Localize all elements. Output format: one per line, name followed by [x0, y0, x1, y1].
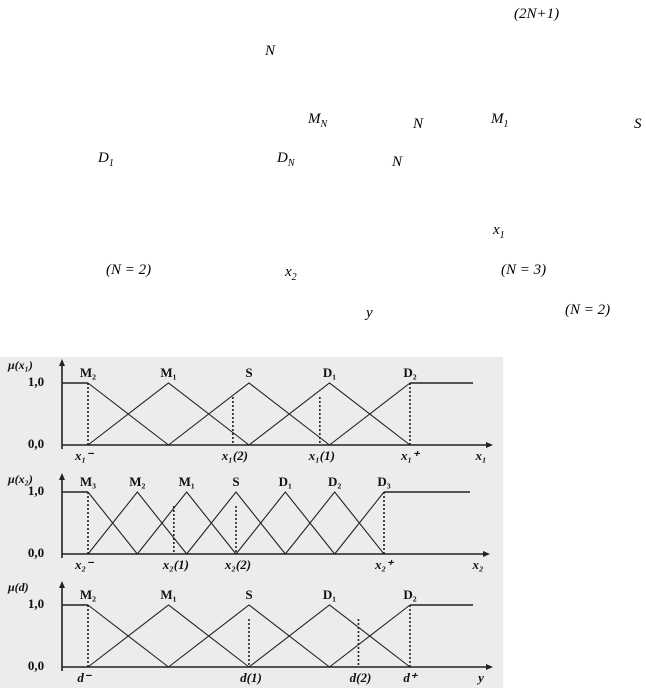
mf-triangle [248, 382, 411, 446]
mf-triangle [87, 382, 250, 446]
x-tick-label: x₂(1) [162, 557, 189, 572]
set-label: M₂ [129, 474, 145, 489]
x-axis-name: y [476, 670, 484, 685]
set-label: S [245, 587, 252, 602]
mf-triangle [87, 604, 250, 668]
x-tick-label: d⁻ [77, 670, 93, 685]
formula-x-2: x2 [285, 264, 297, 283]
x-axis-name: x₁ [474, 448, 486, 463]
formula-n: N [413, 116, 424, 132]
y-tick-label: 1,0 [28, 596, 44, 611]
formula-m-n: MN [308, 111, 328, 130]
formula-2n-plus-1: (2N+1) [514, 6, 560, 22]
formula-n-equals-2: (N = 2) [106, 262, 152, 278]
x-tick-label: d(1) [240, 670, 262, 685]
formula-m-1: M1 [491, 111, 509, 130]
x-tick-label: x₂⁻ [74, 557, 95, 572]
mf-triangle [168, 604, 330, 668]
formula-x-1: x1 [493, 222, 505, 241]
formula-n: N [392, 154, 403, 170]
mf-triangle [87, 491, 188, 555]
x-tick-label: x₂(2) [224, 557, 251, 572]
formula-n-equals-2: (N = 2) [565, 302, 611, 318]
mf-right-edge [329, 382, 411, 446]
set-label: M₂ [80, 587, 96, 602]
y-tick-label: 0,0 [28, 545, 44, 560]
set-label: M₁ [160, 587, 176, 602]
x-tick-label: d⁺ [403, 670, 419, 685]
y-tick-label: 1,0 [28, 483, 44, 498]
set-label: D₁ [323, 365, 336, 380]
x-axis-arrow [486, 442, 493, 448]
x-axis-name: x₂ [471, 557, 483, 572]
x-tick-label: d(2) [350, 670, 372, 685]
y-axis-arrow [59, 473, 65, 480]
y-axis-label: μ(d) [7, 580, 29, 594]
set-label: D₁ [279, 474, 292, 489]
set-label: D₃ [377, 474, 390, 489]
set-label: S [245, 365, 252, 380]
mf-triangle [186, 491, 286, 555]
y-tick-label: 0,0 [28, 658, 44, 673]
membership-charts: M₂ M₁ S D₁ D₂ 1,0 0,0 μ(x₁) x₁⁻ x₁(2) x₁(1) x₁⁺ x₁ M₃… [7, 358, 493, 685]
x-axis-arrow [483, 551, 490, 557]
y-tick-label: 0,0 [28, 436, 44, 451]
x-tick-label: x₂⁺ [374, 557, 395, 572]
formula-n: N [265, 43, 276, 59]
membership-functions-figure: M₂ M₁ S D₁ D₂ 1,0 0,0 μ(x₁) x₁⁻ x₁(2) x₁(1) x₁⁺ x₁ M₃… [0, 357, 503, 688]
mf-triangle [248, 604, 411, 668]
y-tick-label: 1,0 [28, 374, 44, 389]
formula-s: S [634, 116, 642, 132]
mf-triangle [235, 491, 336, 555]
set-label: M₃ [80, 474, 96, 489]
set-label: D₂ [403, 587, 416, 602]
y-axis-label: μ(x₂) [7, 472, 33, 486]
set-label: D₂ [403, 365, 416, 380]
formula-y: y [366, 305, 373, 321]
x-tick-label: x₁(1) [308, 448, 335, 463]
y-axis-arrow [59, 581, 65, 588]
formula-d-n: DN [277, 150, 295, 169]
set-label: M₁ [179, 474, 195, 489]
set-label: M₂ [80, 365, 96, 380]
formula-d-1: D1 [98, 150, 114, 169]
y-axis-arrow [59, 359, 65, 366]
x-tick-label: x₁(2) [221, 448, 248, 463]
mf-triangle [168, 382, 330, 446]
set-label: S [232, 474, 239, 489]
y-axis-label: μ(x₁) [7, 358, 33, 372]
mf-triangle [284, 491, 385, 555]
set-label: M₁ [160, 365, 176, 380]
x-axis-arrow [486, 664, 493, 670]
x-tick-label: x₁⁻ [74, 448, 95, 463]
x-tick-label: x₁⁺ [400, 448, 421, 463]
set-label: D₁ [323, 587, 336, 602]
set-label: D₂ [328, 474, 341, 489]
mf-triangle [136, 491, 237, 555]
formula-n-equals-3: (N = 3) [501, 262, 547, 278]
mf-right-edge [334, 491, 385, 555]
mf-right-edge [329, 604, 411, 668]
